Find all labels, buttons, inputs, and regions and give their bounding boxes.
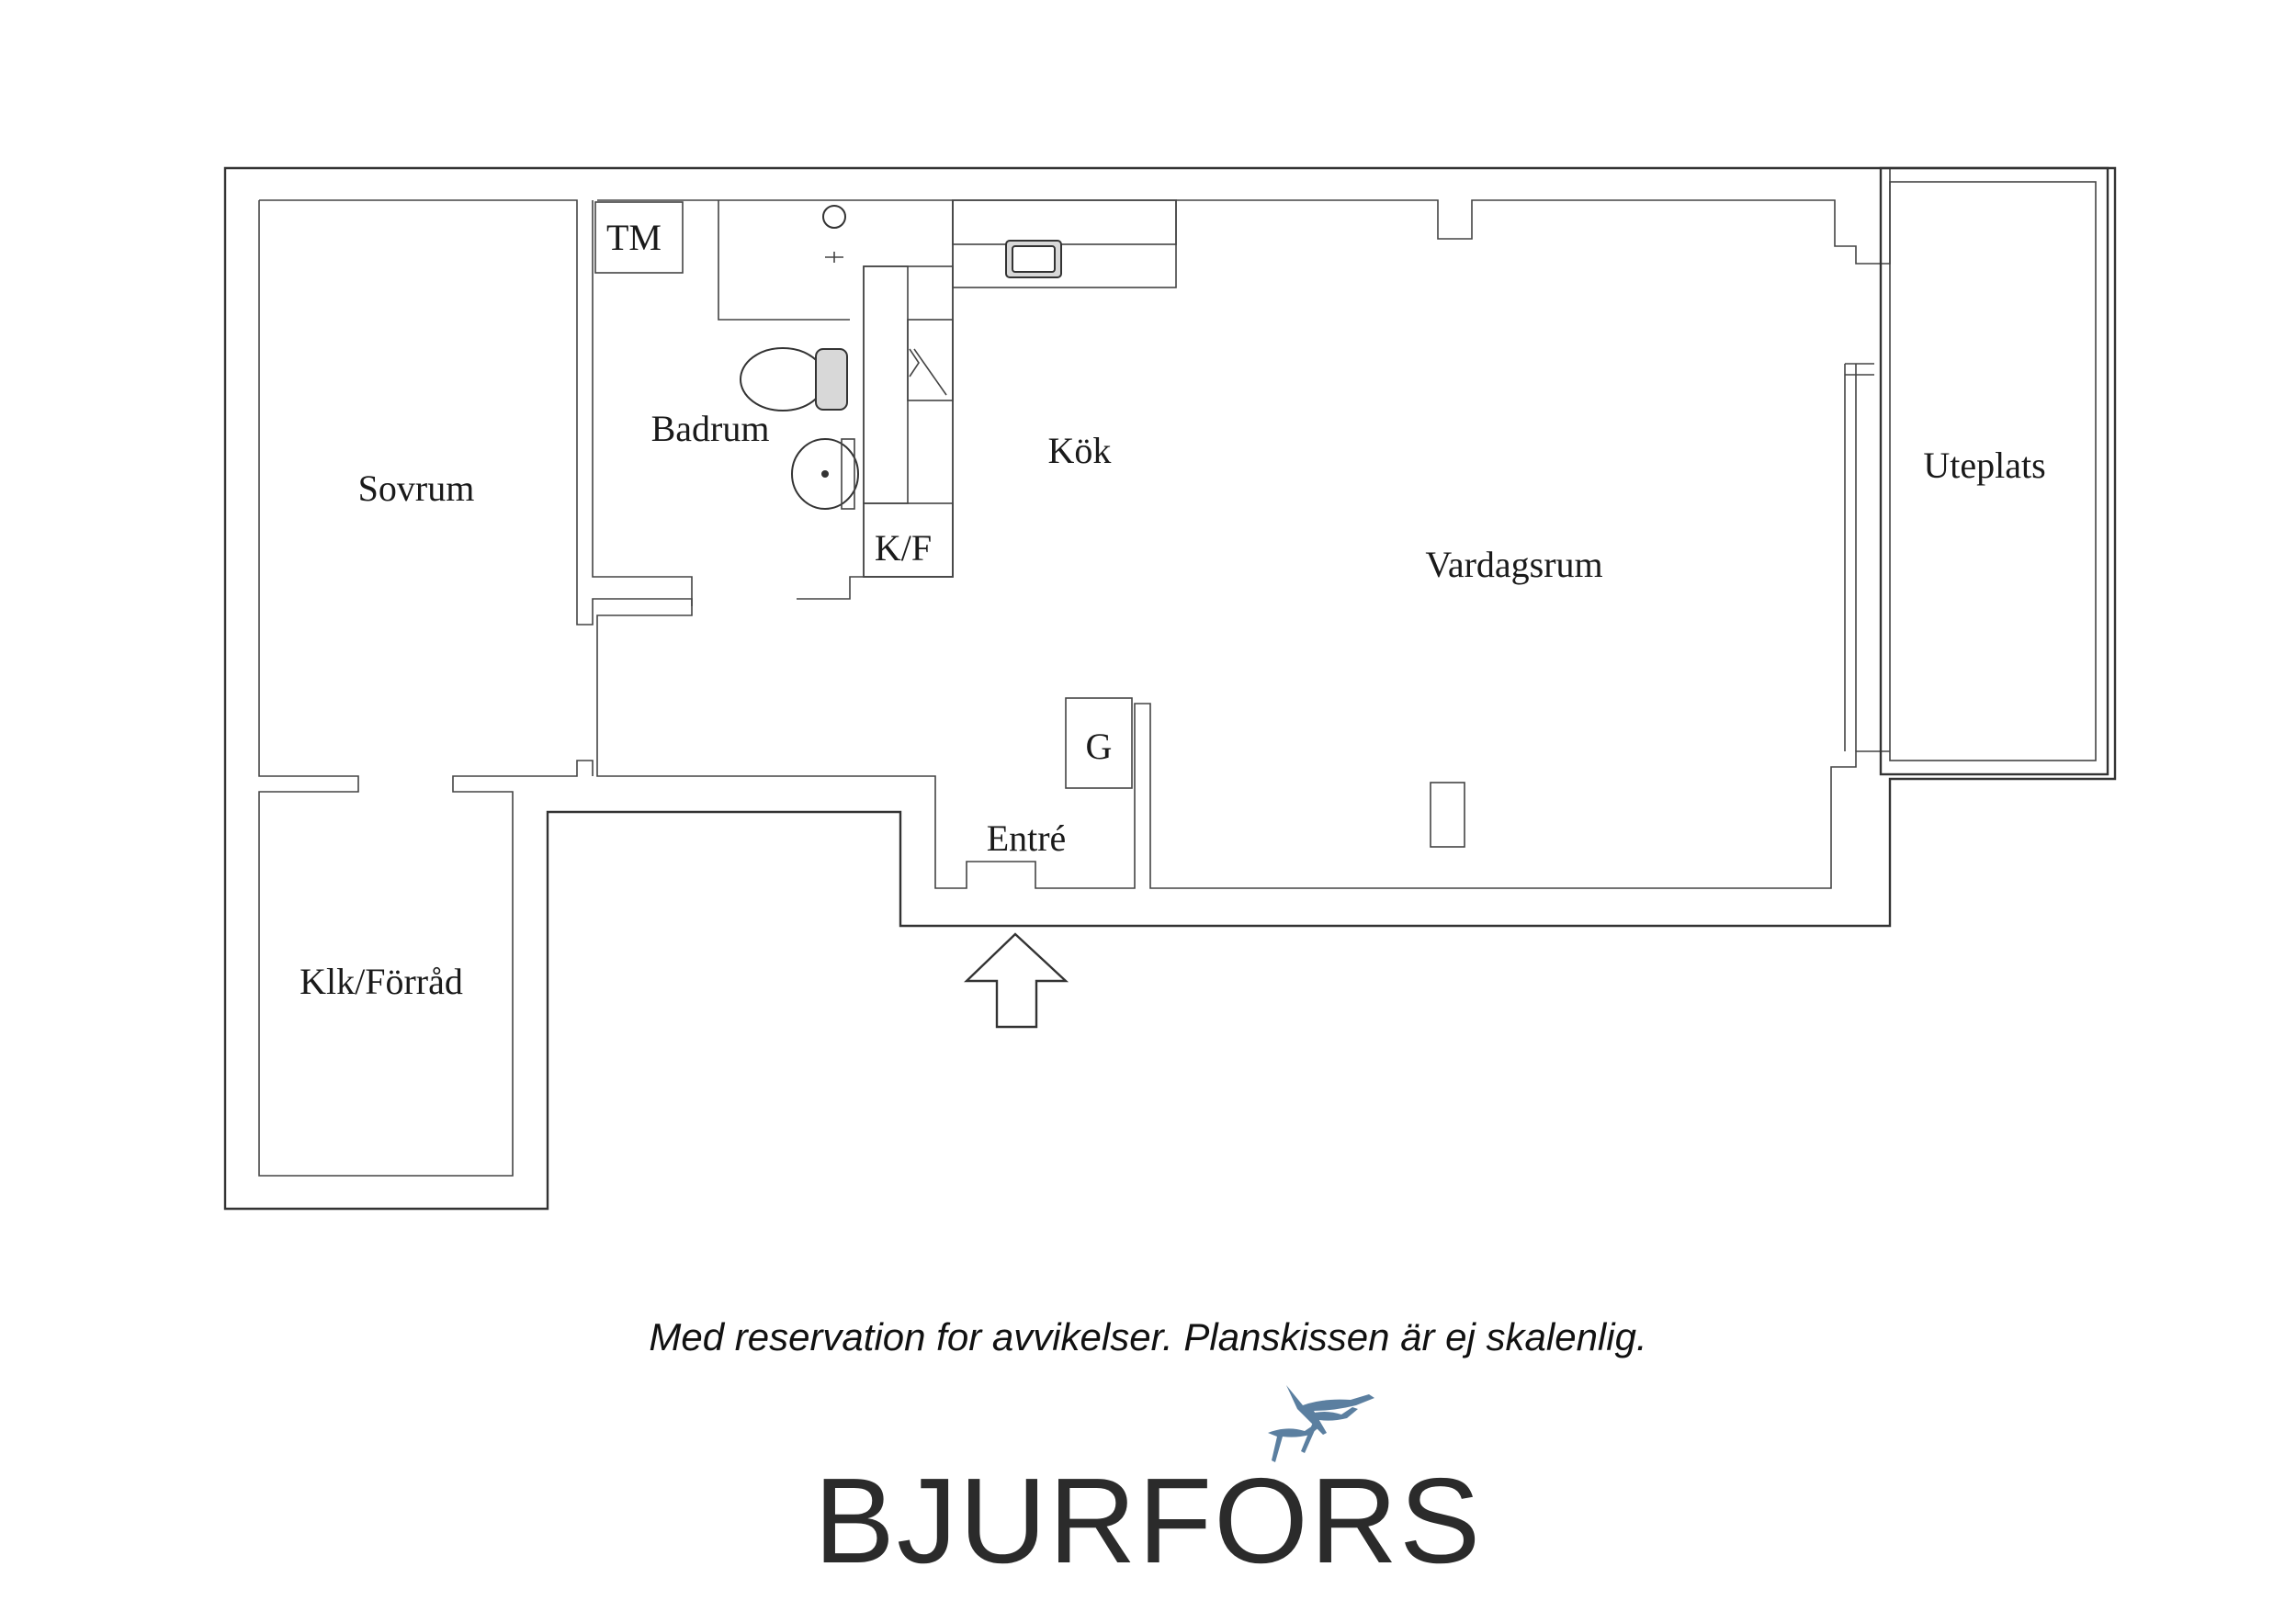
kitchen-sink-basin — [1012, 245, 1056, 273]
label-kf: K/F — [875, 527, 932, 569]
label-kok: Kök — [1048, 430, 1112, 471]
patio-inner — [1889, 181, 2097, 761]
label-entre: Entré — [987, 817, 1067, 859]
label-g: G — [1086, 726, 1113, 767]
inner-wall — [259, 199, 1890, 889]
toilet-tank — [815, 348, 848, 411]
shower — [718, 200, 850, 321]
g-cabinet — [1065, 697, 1133, 789]
outer-wall — [223, 166, 2117, 1211]
label-klk-forrad: Klk/Förråd — [300, 961, 463, 1002]
shower-head-icon — [822, 205, 846, 229]
pillar — [1430, 782, 1465, 848]
inner-wall-top — [597, 168, 1891, 265]
label-sovrum: Sovrum — [358, 468, 475, 509]
label-badrum: Badrum — [651, 408, 770, 449]
entrance-arrow-icon — [964, 932, 1069, 1029]
dishwasher-mark — [909, 348, 947, 396]
brand-logo-text: BJURFORS — [813, 1453, 1483, 1588]
tm-box — [594, 201, 684, 274]
label-vardagsrum: Vardagsrum — [1425, 544, 1602, 585]
patio-outer — [1879, 166, 2109, 776]
disclaimer-text: Med reservation for avvikelser. Planskis… — [649, 1315, 1647, 1358]
kitchen-counter-side-inner — [863, 265, 909, 504]
washbasin-back — [841, 438, 855, 510]
label-uteplats: Uteplats — [1923, 445, 2045, 486]
kf-box — [863, 502, 954, 578]
kitchen-counter-top-inner — [952, 199, 1177, 245]
washbasin-drain — [821, 470, 829, 478]
inner-wall-left — [258, 200, 594, 1177]
toilet-icon — [740, 347, 826, 411]
label-tm: TM — [606, 217, 662, 258]
shower-tap — [825, 252, 843, 263]
birds-logo-icon — [1268, 1385, 1374, 1462]
window-wall — [1844, 363, 1874, 751]
dishwasher — [907, 319, 954, 401]
